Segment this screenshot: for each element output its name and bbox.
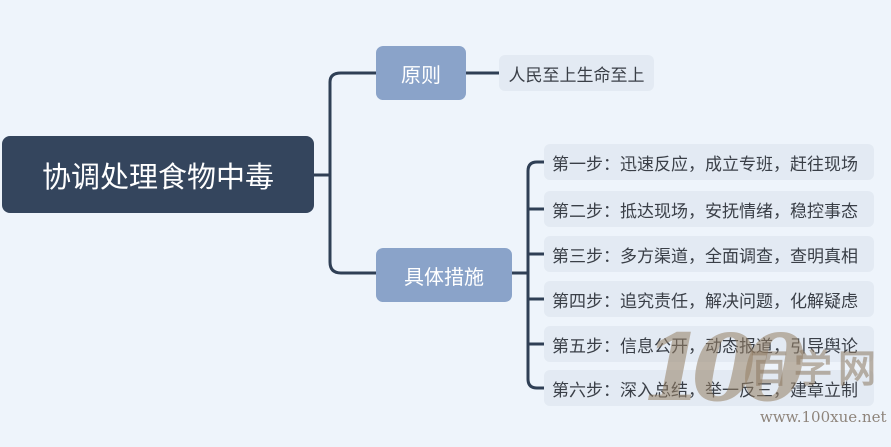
root-node: 协调处理食物中毒 <box>2 136 314 213</box>
branch-node-measures: 具体措施 <box>376 248 512 302</box>
step-node-6: 第六步：深入总结，举一反三，建章立制 <box>544 370 874 406</box>
branch-label-principle: 原则 <box>401 62 441 87</box>
step-text-5: 第五步：信息公开，动态报道，引导舆论 <box>552 336 858 357</box>
step-text-1: 第一步：迅速反应，成立专班，赶往现场 <box>552 154 858 175</box>
step-text-2: 第二步：抵达现场，安抚情绪，稳控事态 <box>552 201 858 222</box>
leaf-text-principle: 人民至上生命至上 <box>508 65 645 86</box>
leaf-node-principle: 人民至上生命至上 <box>499 55 654 91</box>
step-node-1: 第一步：迅速反应，成立专班，赶往现场 <box>544 144 874 180</box>
connector-root-to-branches <box>312 71 378 275</box>
step-node-5: 第五步：信息公开，动态报道，引导舆论 <box>544 326 874 362</box>
connector-measures-to-steps <box>510 160 546 390</box>
step-node-4: 第四步：追究责任，解决问题，化解疑虑 <box>544 281 874 317</box>
step-node-2: 第二步：抵达现场，安抚情绪，稳控事态 <box>544 191 874 227</box>
step-text-6: 第六步：深入总结，举一反三，建章立制 <box>552 380 858 401</box>
branch-node-principle: 原则 <box>376 46 466 100</box>
step-text-4: 第四步：追究责任，解决问题，化解疑虑 <box>552 291 858 312</box>
root-title: 协调处理食物中毒 <box>41 159 274 194</box>
branch-label-measures: 具体措施 <box>404 264 484 289</box>
step-text-3: 第三步：多方渠道，全面调查，查明真相 <box>552 246 858 267</box>
step-node-3: 第三步：多方渠道，全面调查，查明真相 <box>544 236 874 272</box>
